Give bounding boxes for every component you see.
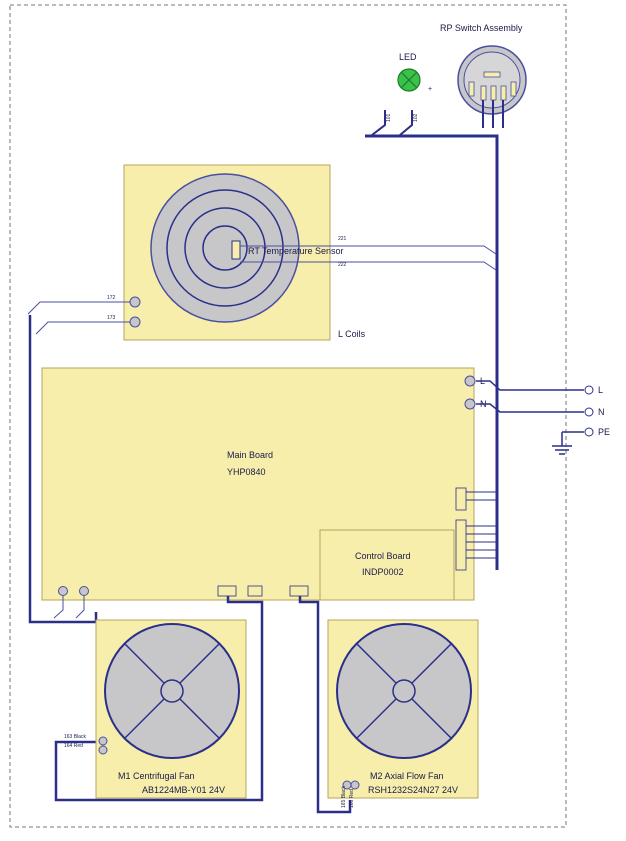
connector-wires: [466, 491, 497, 559]
fan2-model: RSH1232S24N27 24V: [368, 785, 458, 795]
rp-switch-contact: [483, 71, 501, 78]
fan2-wire-black: 165 Black: [341, 786, 347, 808]
main-board-connector: [455, 487, 467, 571]
sensor-wire-222: 222: [338, 262, 347, 268]
sensor-wire-221: 221: [338, 236, 347, 242]
supply-n-label: N: [598, 407, 605, 417]
l-coils-label: L Coils: [338, 329, 366, 339]
supply-wires: [476, 380, 584, 455]
main-board-name: Main Board: [227, 450, 273, 460]
main-board-terminal-b: [79, 586, 89, 596]
coil-terminal-172: [129, 296, 141, 308]
fan2-wire-red: 166 Red: [349, 789, 355, 808]
left-bus: [28, 315, 98, 624]
led-label: LED: [399, 52, 417, 62]
fan1-terminal-b: [98, 745, 108, 755]
coil-wire-173: 173: [107, 315, 116, 321]
harness-top: [365, 134, 499, 570]
fan2-harness: [298, 596, 352, 814]
coil-terminal-173: [129, 316, 141, 328]
main-board-terminal-l: [464, 375, 476, 387]
enclosure-border: [9, 4, 567, 828]
fan1-harness: [54, 596, 264, 802]
led-wire-101: 101: [386, 113, 392, 122]
main-board-terminal-a: [58, 586, 68, 596]
control-board-name: Control Board: [355, 551, 411, 561]
fan1-terminal-a: [98, 736, 108, 746]
fan2-terminal-b: [350, 780, 360, 790]
coil-ring-middle: [184, 207, 266, 289]
fan1-model: AB1224MB-Y01 24V: [142, 785, 225, 795]
coil-wire-172: 172: [107, 295, 116, 301]
led-cross-b: [400, 71, 418, 89]
fan1-hub: [160, 679, 184, 703]
coil-ring-inner: [202, 225, 248, 271]
supply-pe-label: PE: [598, 427, 610, 437]
coil-plate: [150, 173, 300, 323]
fan1-title: M1 Centrifugal Fan: [118, 771, 195, 781]
main-board-terminal-n: [464, 398, 476, 410]
fan1-wire-black: 163 Black: [64, 734, 86, 740]
supply-terminals: [584, 385, 594, 437]
coil-wires: [27, 301, 130, 335]
switch-wires: [482, 100, 504, 128]
led-plus-sign: +: [428, 86, 432, 93]
temperature-sensor-element: [231, 240, 241, 260]
fan1-wire-red: 164 Red: [64, 743, 83, 749]
fan2-title: M2 Axial Flow Fan: [370, 771, 444, 781]
led-wires: [371, 110, 413, 136]
sensor-wires: [240, 245, 497, 271]
fan2-hub: [392, 679, 416, 703]
control-board-model: INDP0002: [362, 567, 404, 577]
main-board-model: YHP0840: [227, 467, 266, 477]
supply-l-label: L: [598, 385, 603, 395]
temperature-sensor-label: RT Temperature Sensor: [248, 246, 344, 256]
coil-ring-outer: [166, 189, 284, 307]
control-board: [319, 529, 455, 601]
bottom-left-wires: [53, 596, 85, 619]
led-wire-102: 102: [413, 113, 419, 122]
rp-switch-label: RP Switch Assembly: [440, 23, 523, 33]
